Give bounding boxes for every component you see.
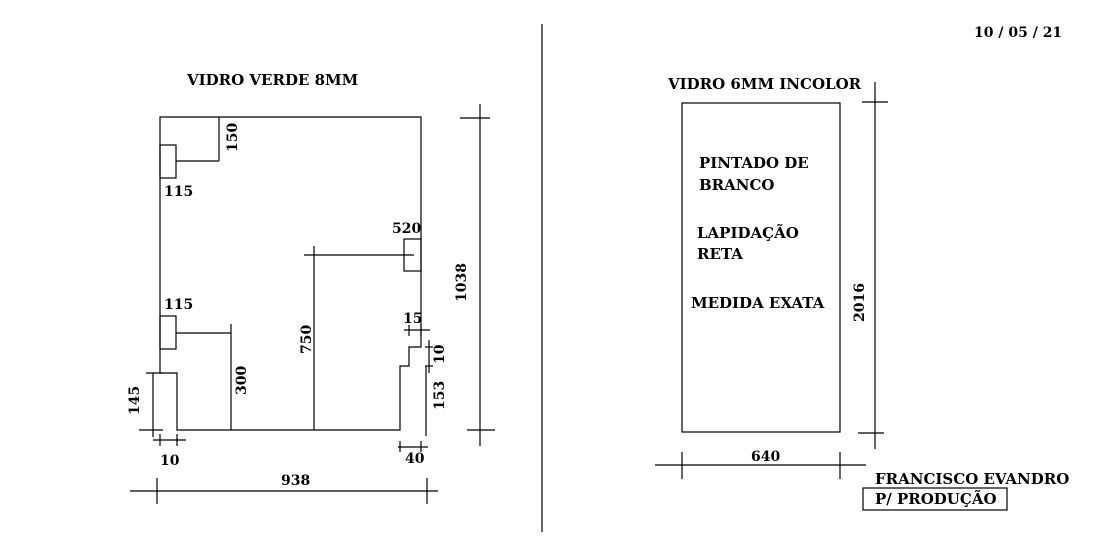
dim-label-1038: 1038 [454,263,470,302]
dim-label-150: 150 [225,123,241,152]
dim-label-145: 145 [127,386,143,415]
signature-name: FRANCISCO EVANDRO [875,470,1069,488]
signature-role-box [862,487,1008,511]
note-exact-size: MEDIDA EXATA [691,294,825,312]
note-painted-1: PINTADO DE [699,154,809,172]
dim-label-115-mid: 115 [164,297,193,313]
dim-label-115-top: 115 [164,184,193,200]
dim-label-10-bottom: 10 [160,453,180,469]
right-piece-outline [681,102,841,433]
dim-label-300: 300 [234,366,250,395]
dim-label-520: 520 [392,221,421,237]
note-finish-1: LAPIDAÇÃO [697,223,799,242]
dim-label-153: 153 [432,381,448,410]
mid-left-notch [159,315,177,350]
dim-label-10-right: 10 [432,344,448,364]
note-finish-2: RETA [697,245,743,263]
dim-label-640: 640 [751,449,780,465]
dim-label-2016: 2016 [852,283,868,322]
right-piece-title: VIDRO 6MM INCOLOR [667,75,862,93]
top-left-notch [159,144,177,179]
left-piece-outline [159,116,422,431]
left-piece-title: VIDRO VERDE 8MM [186,71,358,89]
dim-label-15: 15 [403,311,422,327]
note-painted-2: BRANCO [699,176,775,194]
signature-role: P/ PRODUÇÃO [875,489,997,508]
date-label: 10 / 05 / 21 [974,25,1062,41]
dim-label-40: 40 [405,451,425,467]
dim-label-938: 938 [281,473,310,489]
dim-label-750: 750 [299,325,315,354]
